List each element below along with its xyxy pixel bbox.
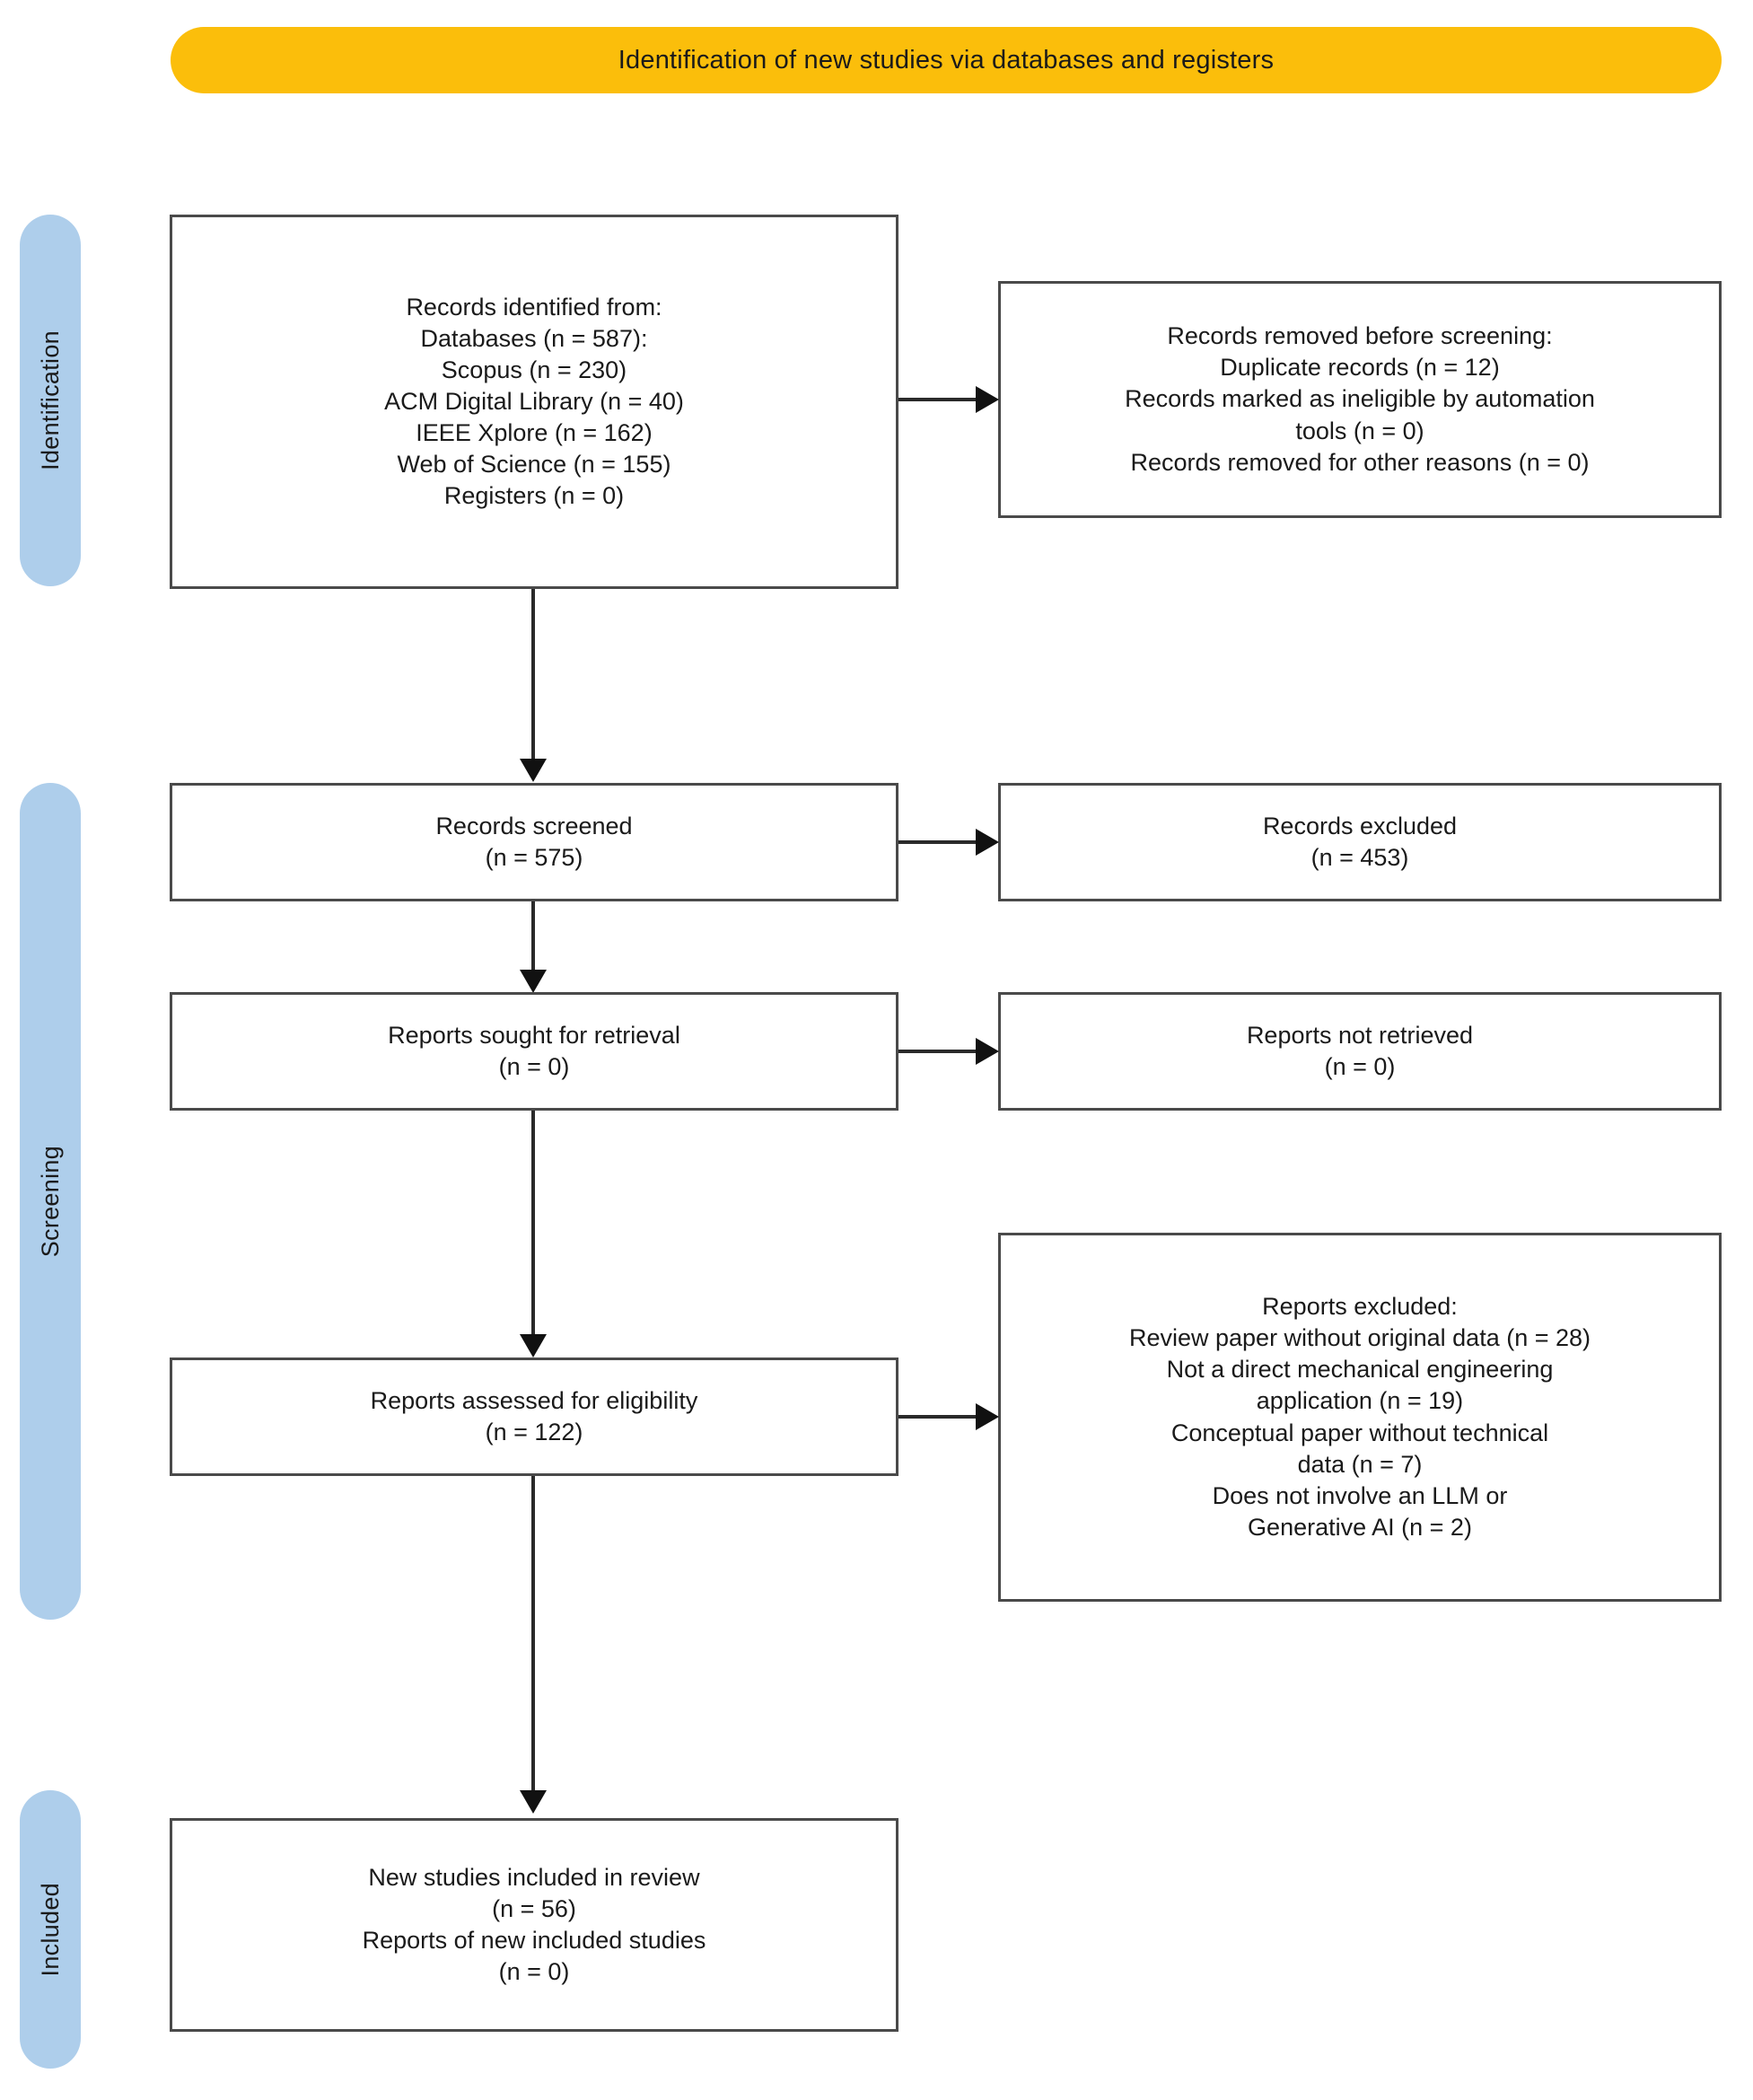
diagram-title: Identification of new studies via databa…: [618, 45, 1275, 75]
box-records-screened-text: Records screened (n = 575): [435, 811, 632, 874]
line-reports-excluded-0: Reports excluded:: [1262, 1293, 1458, 1321]
line-records-identified-6: Registers (n = 0): [443, 482, 625, 510]
arrowhead-assessed-to-included: [520, 1790, 547, 1814]
stage-label-identification: Identification: [36, 330, 64, 470]
line-records-removed-3: tools (n = 0): [1295, 417, 1424, 444]
line-records-identified-0: Records identified from:: [406, 293, 662, 321]
box-records-excluded: Records excluded (n = 453): [998, 783, 1722, 901]
diagram-header-banner: Identification of new studies via databa…: [171, 27, 1722, 93]
box-new-studies-included-text: New studies included in review (n = 56) …: [363, 1862, 706, 1988]
box-reports-not-retrieved: Reports not retrieved (n = 0): [998, 992, 1722, 1111]
stage-label-included: Included: [36, 1882, 64, 1977]
line-reports-excluded-1: Review paper without original data (n = …: [1128, 1324, 1591, 1352]
arrowhead-sought-to-not-retrieved: [976, 1038, 999, 1065]
line-records-identified-5: Web of Science (n = 155): [397, 451, 671, 479]
box-records-excluded-text: Records excluded (n = 453): [1263, 811, 1457, 874]
box-new-studies-included: New studies included in review (n = 56) …: [170, 1818, 898, 2032]
box-records-screened: Records screened (n = 575): [170, 783, 898, 901]
connector-identified-to-removed: [898, 398, 977, 401]
line-reports-assessed-1: (n = 122): [485, 1419, 583, 1445]
box-reports-not-retrieved-text: Reports not retrieved (n = 0): [1247, 1020, 1473, 1083]
box-reports-excluded: Reports excluded: Review paper without o…: [998, 1233, 1722, 1602]
arrowhead-assessed-to-reports-excluded: [976, 1403, 999, 1430]
line-records-removed-2: Records marked as ineligible by automati…: [1125, 385, 1595, 413]
line-new-studies-1: (n = 56): [492, 1894, 576, 1922]
arrowhead-identified-to-removed: [976, 386, 999, 413]
connector-identified-to-screened: [531, 589, 535, 764]
box-records-removed-before-screening: Records removed before screening: Duplic…: [998, 281, 1722, 518]
box-reports-sought-text: Reports sought for retrieval (n = 0): [388, 1020, 680, 1083]
stage-pill-included: Included: [20, 1790, 81, 2069]
box-records-identified-text: Records identified from: Databases (n = …: [384, 292, 684, 513]
connector-assessed-to-reports-excluded: [898, 1415, 977, 1419]
line-reports-excluded-6: Does not involve an LLM or: [1212, 1481, 1508, 1509]
arrowhead-screened-to-sought: [520, 970, 547, 993]
box-reports-assessed-text: Reports assessed for eligibility (n = 12…: [371, 1385, 698, 1448]
arrowhead-identified-to-screened: [520, 759, 547, 782]
connector-screened-to-sought: [531, 901, 535, 976]
line-records-excluded-0: Records excluded: [1262, 812, 1458, 839]
connector-sought-to-assessed: [531, 1111, 535, 1340]
line-reports-excluded-3: application (n = 19): [1256, 1387, 1464, 1415]
line-reports-not-retrieved-1: (n = 0): [1324, 1053, 1396, 1080]
box-records-removed-text: Records removed before screening: Duplic…: [1125, 321, 1595, 478]
line-records-excluded-1: (n = 453): [1310, 844, 1409, 871]
stage-pill-screening: Screening: [20, 783, 81, 1620]
line-reports-sought-1: (n = 0): [498, 1053, 570, 1080]
box-reports-excluded-text: Reports excluded: Review paper without o…: [1129, 1291, 1591, 1543]
line-reports-excluded-7: Generative AI (n = 2): [1248, 1513, 1472, 1541]
line-new-studies-2: Reports of new included studies: [362, 1927, 706, 1954]
stage-pill-identification: Identification: [20, 215, 81, 586]
line-new-studies-3: (n = 0): [498, 1958, 570, 1986]
connector-sought-to-not-retrieved: [898, 1050, 977, 1053]
connector-screened-to-excluded: [898, 840, 977, 844]
line-records-screened-1: (n = 575): [485, 844, 583, 871]
line-reports-excluded-4: Conceptual paper without technical: [1170, 1419, 1549, 1446]
arrowhead-sought-to-assessed: [520, 1334, 547, 1358]
box-reports-sought: Reports sought for retrieval (n = 0): [170, 992, 898, 1111]
line-new-studies-0: New studies included in review: [368, 1863, 700, 1891]
line-records-identified-2: Scopus (n = 230): [441, 356, 627, 383]
line-records-removed-0: Records removed before screening:: [1167, 322, 1553, 350]
line-records-removed-1: Duplicate records (n = 12): [1220, 354, 1500, 382]
line-reports-excluded-5: data (n = 7): [1297, 1450, 1423, 1478]
arrowhead-screened-to-excluded: [976, 829, 999, 856]
box-reports-assessed: Reports assessed for eligibility (n = 12…: [170, 1358, 898, 1476]
stage-label-screening: Screening: [36, 1145, 64, 1258]
line-records-identified-1: Databases (n = 587):: [420, 324, 648, 352]
line-records-identified-4: IEEE Xplore (n = 162): [416, 419, 653, 447]
line-records-removed-4: Records removed for other reasons (n = 0…: [1130, 448, 1590, 476]
line-reports-not-retrieved-0: Reports not retrieved: [1246, 1021, 1474, 1049]
connector-assessed-to-included: [531, 1476, 535, 1795]
line-reports-excluded-2: Not a direct mechanical engineering: [1166, 1356, 1554, 1384]
line-reports-assessed-0: Reports assessed for eligibility: [370, 1386, 698, 1414]
line-records-identified-3: ACM Digital Library (n = 40): [384, 387, 684, 415]
box-records-identified: Records identified from: Databases (n = …: [170, 215, 898, 589]
line-records-screened-0: Records screened: [435, 812, 633, 839]
line-reports-sought-0: Reports sought for retrieval: [388, 1021, 680, 1049]
